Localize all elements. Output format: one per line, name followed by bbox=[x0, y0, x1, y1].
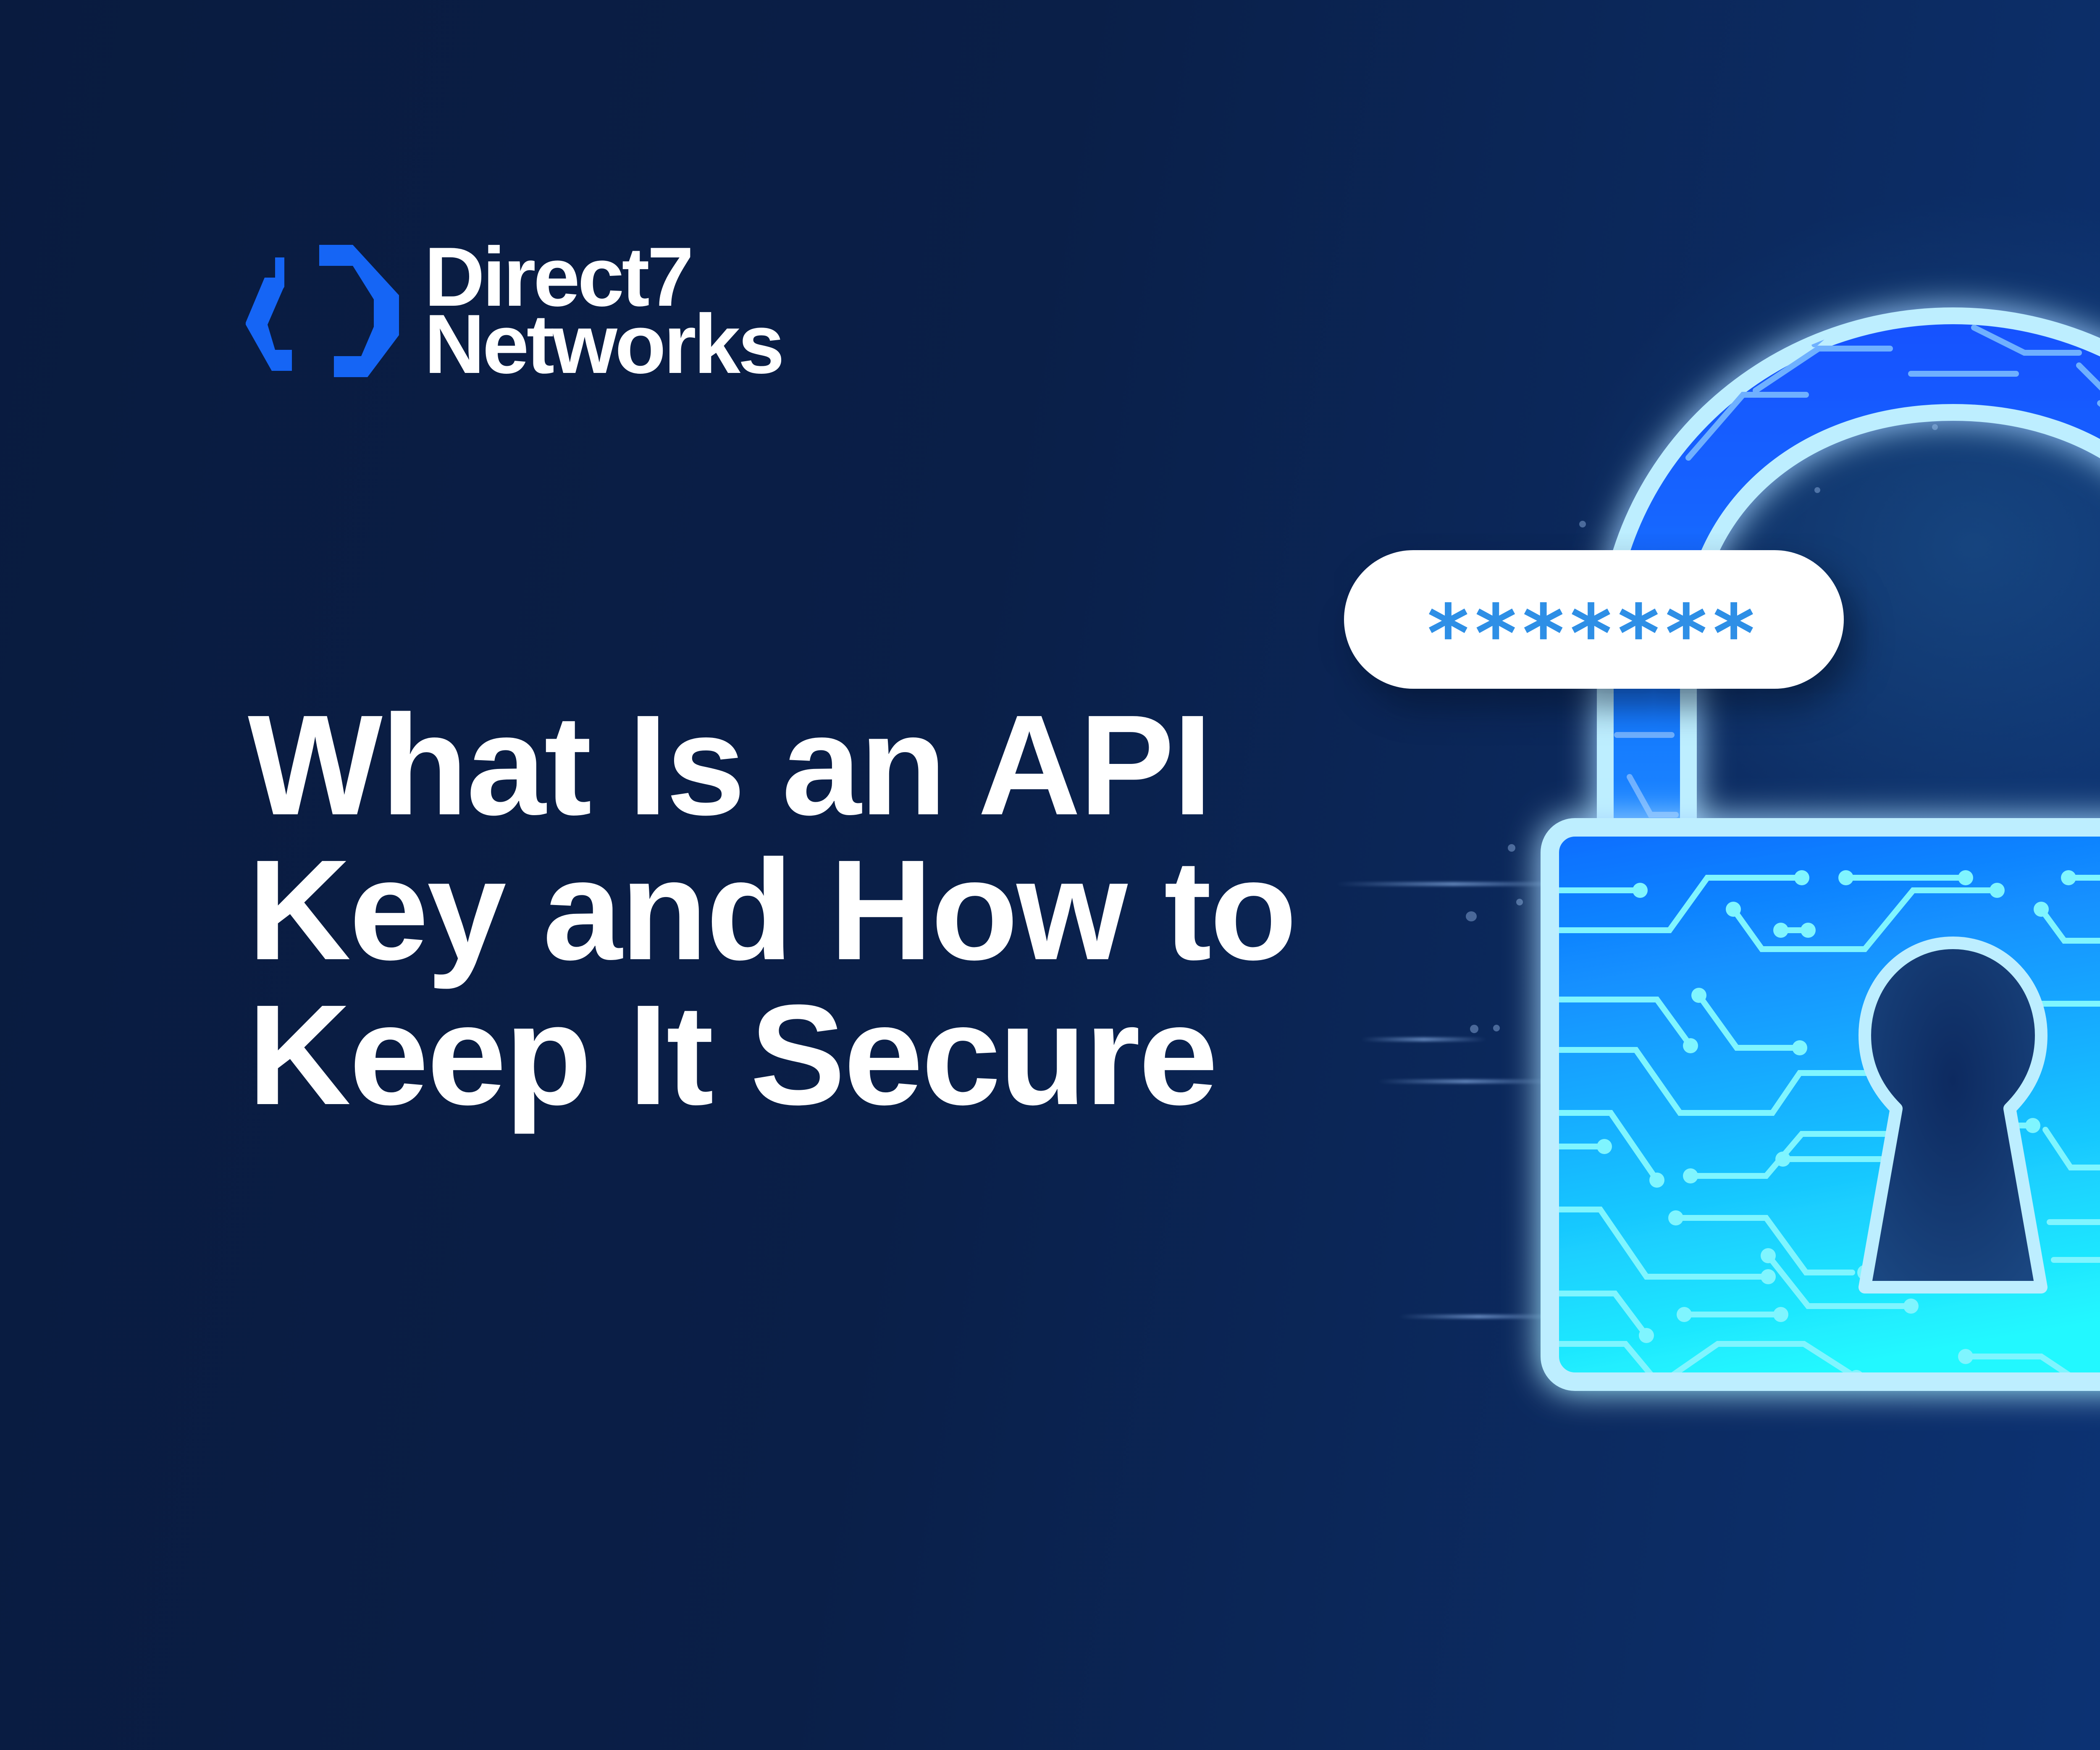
brand-name-line1: Direct7 bbox=[424, 230, 694, 324]
light-streak bbox=[1361, 1037, 1487, 1042]
masked-password-value: ******* bbox=[1427, 588, 1761, 680]
hexagon-brackets-icon bbox=[246, 244, 399, 377]
brand-logo[interactable]: Direct7 Networks bbox=[246, 230, 785, 391]
brand-wordmark: Direct7 Networks bbox=[424, 230, 785, 391]
particle bbox=[1508, 844, 1515, 852]
light-streak bbox=[1336, 882, 1571, 886]
particle bbox=[1814, 487, 1820, 493]
password-field[interactable]: ******* bbox=[1344, 550, 1844, 689]
title-line-1: What Is an API bbox=[248, 685, 1213, 845]
particle bbox=[1932, 424, 1938, 430]
lock-shackle bbox=[1597, 307, 2100, 844]
keyhole-icon bbox=[1858, 937, 2048, 1293]
brand-name-line2: Networks bbox=[424, 297, 785, 391]
light-streak bbox=[1378, 1079, 1554, 1084]
title-line-3: Keep It Secure bbox=[248, 975, 1218, 1135]
page-title: What Is an API Key and How to Keep It Se… bbox=[248, 685, 1297, 1135]
particle bbox=[1470, 1025, 1478, 1033]
particle bbox=[1579, 521, 1586, 527]
light-streak bbox=[1399, 1314, 1558, 1319]
particle bbox=[1466, 911, 1477, 921]
particle bbox=[1516, 899, 1523, 905]
particle bbox=[1493, 1025, 1500, 1031]
title-line-2: Key and How to bbox=[248, 830, 1297, 990]
